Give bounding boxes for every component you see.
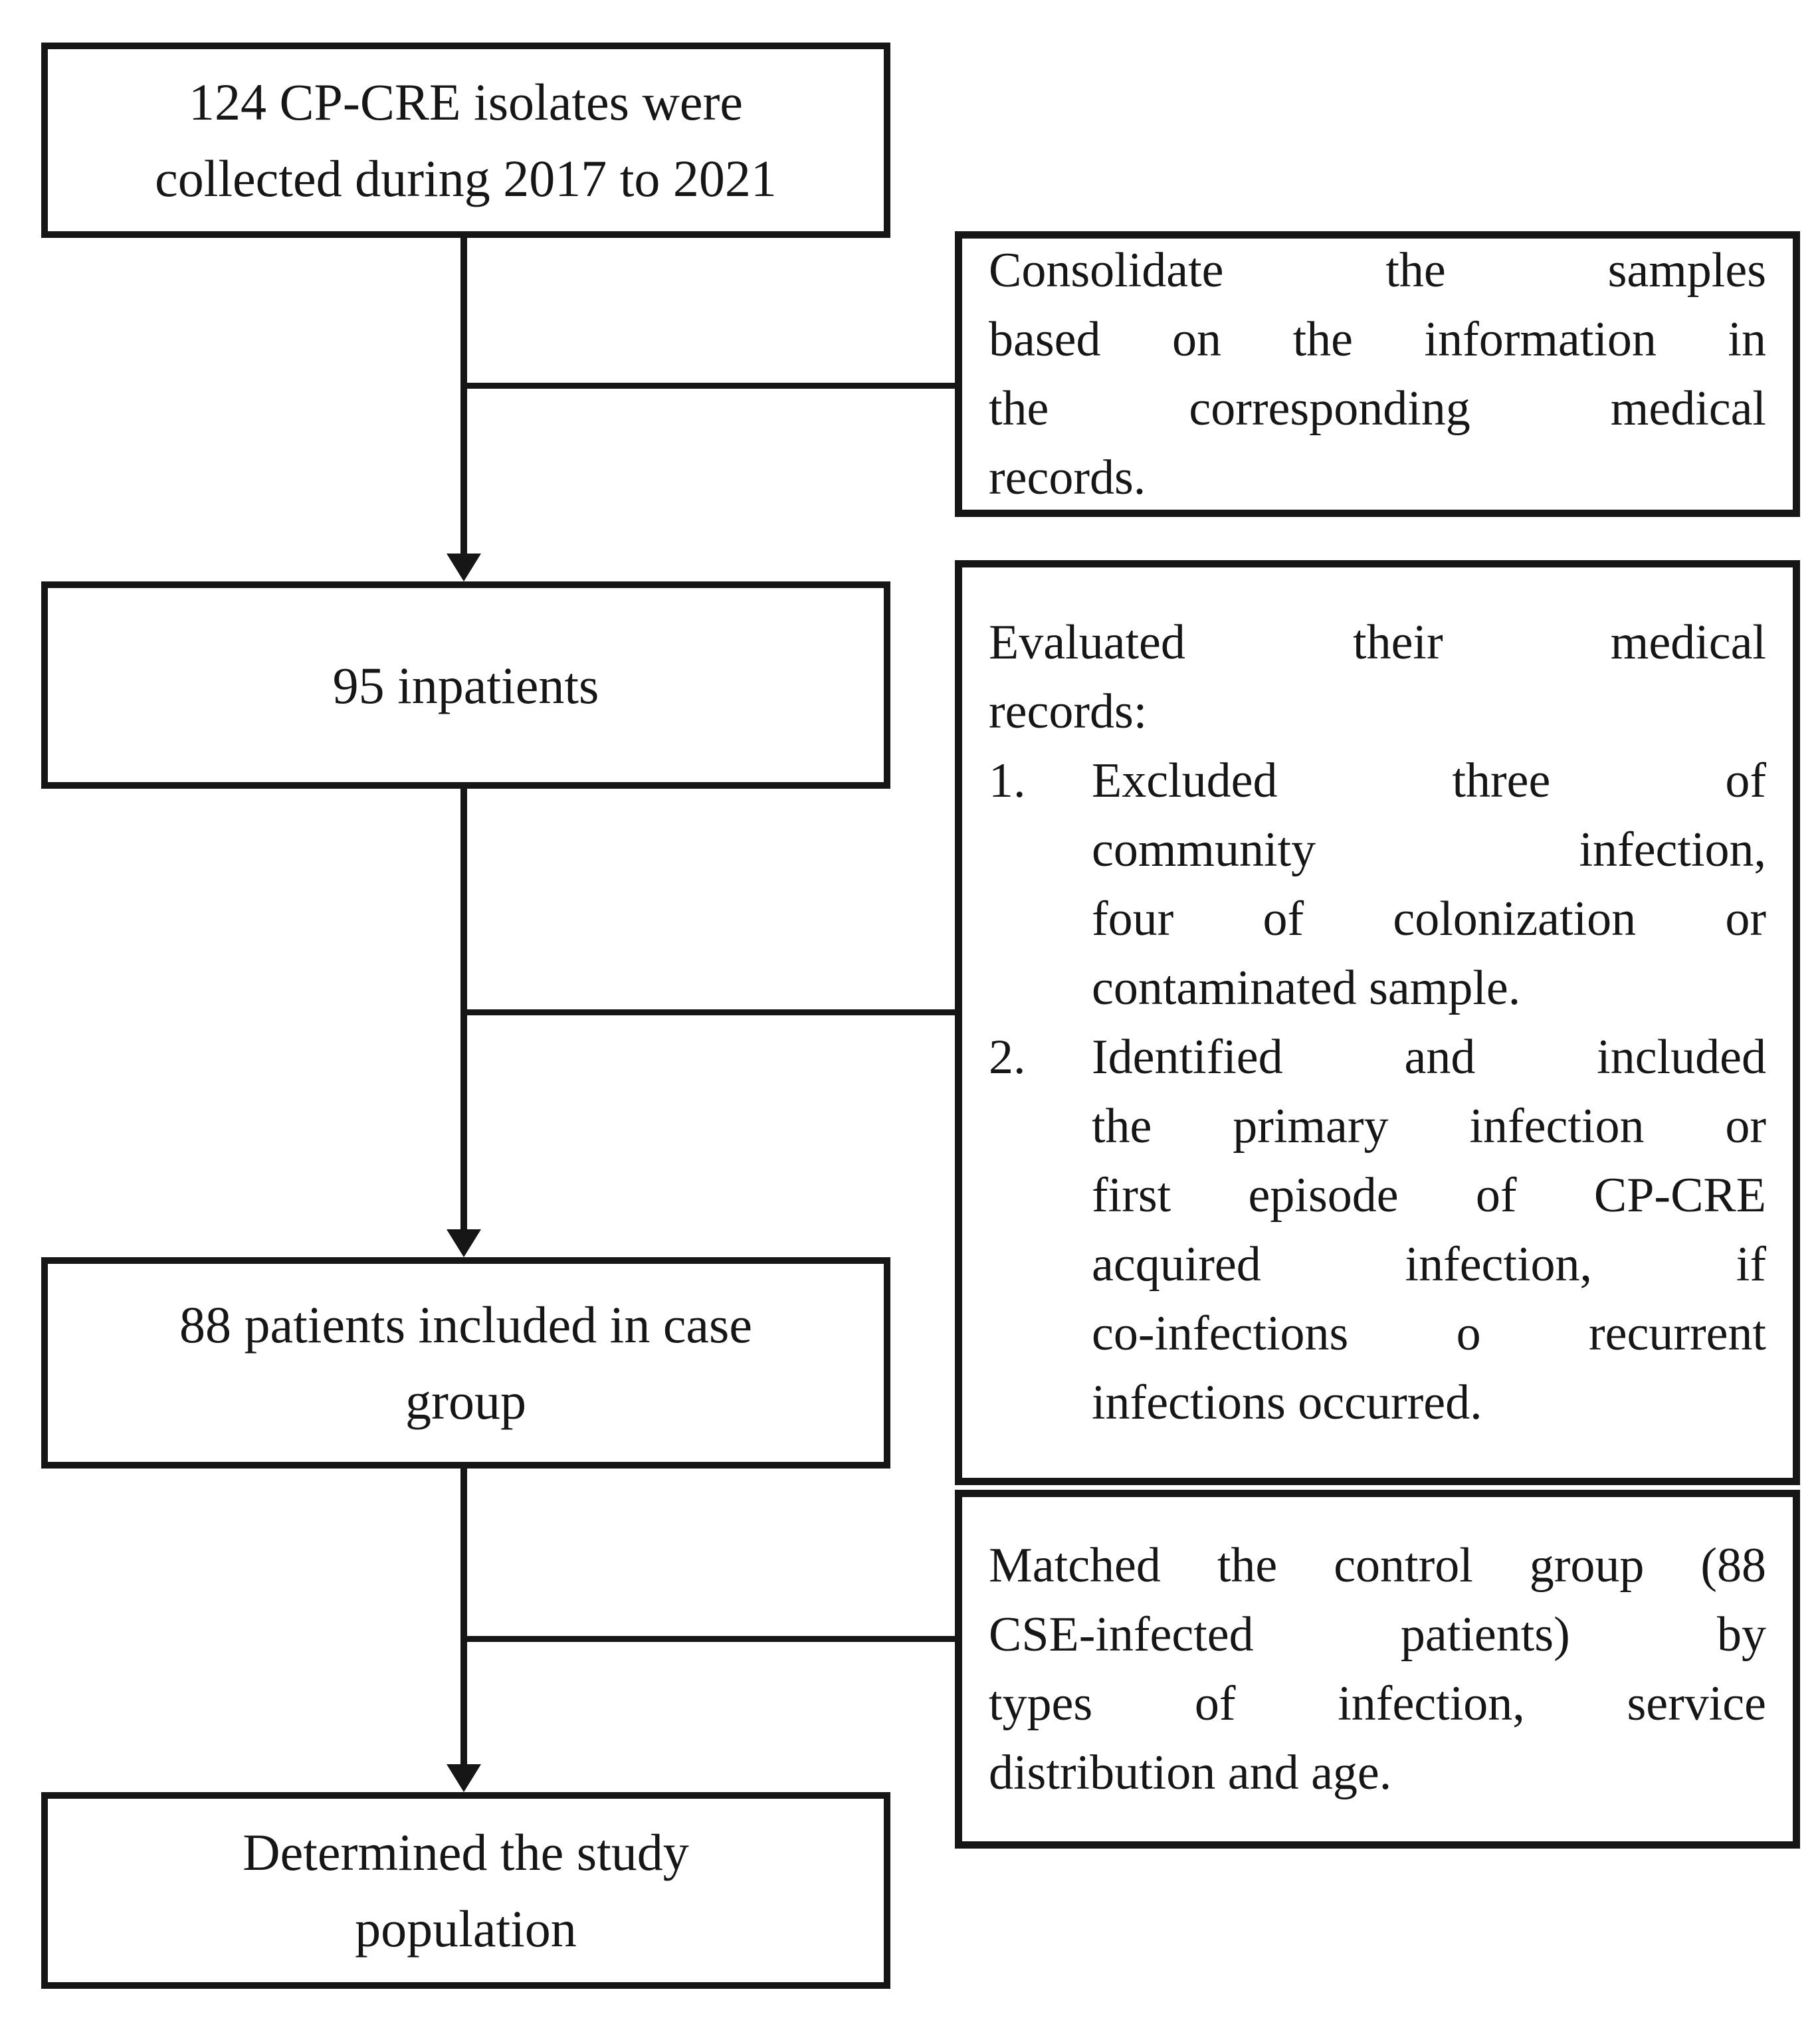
text-line: Excluded three of	[1092, 754, 1766, 808]
text-line: four of colonization or	[1092, 892, 1766, 946]
down-arrowhead-2	[447, 1229, 481, 1257]
text-line: Evaluated their medical	[989, 615, 1766, 670]
text-line: the corresponding medical	[989, 381, 1766, 436]
connector-line-1	[460, 238, 467, 558]
text-line: co-infections o recurrent	[1092, 1306, 1766, 1361]
text-line: records.	[989, 451, 1146, 505]
list-item-excluded: 1. Excluded three of community infection…	[989, 746, 1766, 1023]
box-study-population: Determined the study population	[41, 1792, 890, 1989]
box-consolidate-samples: Consolidate the samples based on the inf…	[955, 231, 1800, 517]
text-line: contaminated sample.	[1092, 961, 1521, 1015]
text-line: CSE-infected patients) by	[989, 1607, 1766, 1662]
down-arrowhead-3	[447, 1764, 481, 1792]
text-line: infections occurred.	[1092, 1375, 1482, 1430]
list-number: 2.	[989, 1030, 1026, 1084]
text-line: community infection,	[1092, 823, 1766, 877]
box-isolates-collected: 124 CP-CRE isolates were collected durin…	[41, 43, 890, 238]
text-line: types of infection, service	[989, 1676, 1766, 1731]
text-line: Identified and included	[1092, 1030, 1766, 1084]
box-case-group: 88 patients included in case group	[41, 1257, 890, 1469]
text-line: records:	[989, 684, 1148, 739]
text-line: first episode of CP-CRE	[1092, 1168, 1766, 1223]
list-item-text: Excluded three of community infection, f…	[1092, 746, 1766, 1023]
branch-line-1	[463, 383, 955, 389]
list-item-text: Identified and included the primary infe…	[1092, 1023, 1766, 1437]
text-line: based on the information in	[989, 312, 1766, 367]
box-matched-control: Matched the control group (88 CSE-infect…	[955, 1490, 1800, 1849]
connector-line-3	[460, 1467, 467, 1768]
text-line: Matched the control group (88	[989, 1538, 1766, 1593]
text-line: distribution and age.	[989, 1746, 1392, 1800]
text-line: the primary infection or	[1092, 1099, 1766, 1154]
text-line: Consolidate the samples	[989, 243, 1766, 298]
list-item-identified: 2. Identified and included the primary i…	[989, 1023, 1766, 1437]
paragraph-evaluated-records: Evaluated their medical records:	[989, 608, 1766, 746]
box-evaluated-records: Evaluated their medical records: 1. Excl…	[955, 560, 1800, 1485]
down-arrowhead-1	[447, 554, 481, 581]
text-line: acquired infection, if	[1092, 1237, 1766, 1292]
branch-line-3	[463, 1636, 955, 1642]
branch-line-2	[463, 1009, 955, 1015]
box-inpatients: 95 inpatients	[41, 581, 890, 789]
list-number: 1.	[989, 754, 1026, 808]
